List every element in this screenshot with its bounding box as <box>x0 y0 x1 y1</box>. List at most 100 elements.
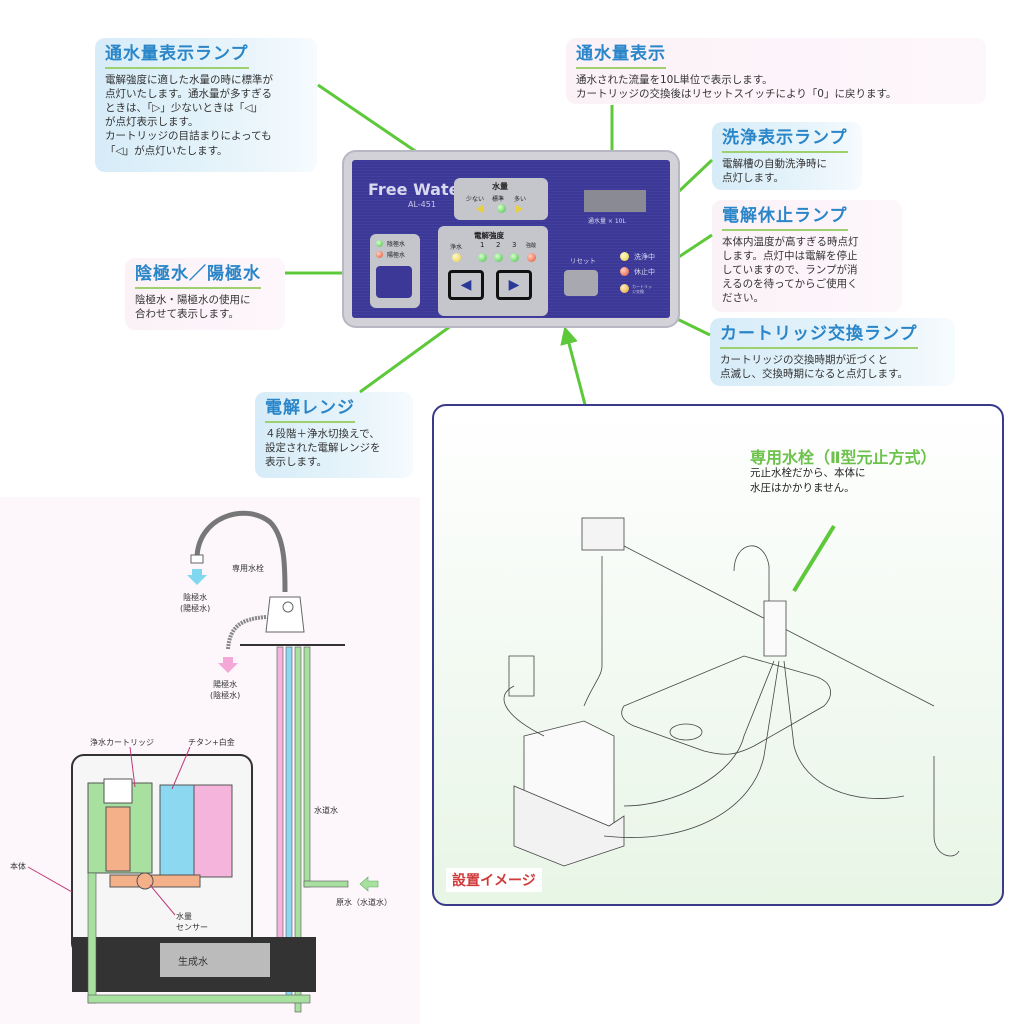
callout-body: 電解槽の自動洗浄時に 点灯します。 <box>722 157 827 184</box>
callout-flow-display: 通水量表示 通水された流量を10L単位で表示します。 カートリッジの交換後はリセ… <box>566 38 986 104</box>
cathode-led <box>376 240 383 247</box>
callout-body: ４段階＋浄水切換えで、 設定された電解レンジを 表示します。 <box>265 427 381 469</box>
strength-up-button[interactable]: ▶ <box>496 270 532 300</box>
callout-body: 通水された流量を10L単位で表示します。 カートリッジの交換後はリセットスイッチ… <box>576 73 897 100</box>
strength-box: 電解強度 浄水 1 2 3 強酸 ◀ ▶ <box>438 226 548 316</box>
body-pointer <box>27 866 73 893</box>
paused-led <box>620 267 629 276</box>
flow-diagram-drawing <box>27 510 379 1013</box>
faucet-label: 専用水栓 <box>232 564 264 573</box>
anode-label: 陽極水 <box>387 252 406 259</box>
reset-button[interactable] <box>564 270 598 296</box>
faucet-spout <box>733 545 770 606</box>
outlet2-label: 陽極水 (陰極水) <box>210 680 241 700</box>
cathode-outflow-arrow-icon <box>187 569 207 585</box>
tap-water-label: 水道水 <box>314 806 338 815</box>
drain-pipe <box>933 756 960 857</box>
callout-body: 本体内温度が高すぎる時点灯 します。点灯中は電解を停止 していますので、ランプが… <box>722 235 859 305</box>
flow-title: 水量 <box>492 182 508 191</box>
washing-led <box>620 252 629 261</box>
raw-water-label: 原水（水道水） <box>336 898 392 907</box>
callout-wash-lamp: 洗浄表示ランプ 電解槽の自動洗浄時に 点灯します。 <box>712 122 862 190</box>
body-label: 本体 <box>10 862 26 871</box>
remote-panel <box>581 517 625 551</box>
cartridge-pointer <box>129 746 136 788</box>
electrode-pointer <box>171 746 191 790</box>
flow-high-led-icon <box>516 205 523 213</box>
flow-diagram: 専用水栓 陰極水 (陽極水) 陽極水 (陰極水) 浄水カートリッジ チタン+白金… <box>0 497 420 1024</box>
flow-standard-led <box>497 204 506 213</box>
pipe-raw-inlet <box>303 880 349 888</box>
product-water-label: 生成水 <box>178 957 208 968</box>
sink-drain <box>669 723 703 741</box>
model-number: AL-451 <box>408 200 436 209</box>
strength-down-button[interactable]: ◀ <box>448 270 484 300</box>
water-type-box: 陰極水 陽極水 <box>370 234 420 308</box>
washing-label: 洗浄中 <box>634 253 655 261</box>
faucet-title: 専用水栓（Ⅱ型元止方式） <box>750 448 937 467</box>
flow-sensor <box>136 872 154 890</box>
callout-pause-lamp: 電解休止ランプ 本体内温度が高すぎる時点灯 します。点灯中は電解を停止 していま… <box>712 200 902 312</box>
anode-led <box>376 251 383 258</box>
faucet-body <box>763 600 787 657</box>
level-led-strong <box>527 253 536 262</box>
cartridge-led <box>620 284 629 293</box>
cartridge-label: カートリッジ交換 <box>632 284 652 295</box>
pipe-pink <box>276 646 284 988</box>
callout-range: 電解レンジ ４段階＋浄水切換えで、 設定された電解レンジを 表示します。 <box>255 392 413 478</box>
callout-title: 洗浄表示ランプ <box>722 129 848 153</box>
sensor-pipe <box>109 874 201 888</box>
level-label-purify: 浄水 <box>450 244 463 251</box>
level-label-1: 1 <box>480 241 485 249</box>
cell-pink <box>193 784 233 878</box>
callout-title: 陰極水／陽極水 <box>135 265 261 289</box>
flow-volume-display <box>584 190 646 212</box>
strength-title: 電解強度 <box>474 231 504 240</box>
cathode-label: 陰極水 <box>387 241 406 248</box>
left-arrow-icon: ◀ <box>460 277 472 293</box>
install-drawing <box>503 517 960 867</box>
flow-low-led-icon <box>476 205 483 213</box>
faucet-handle <box>282 601 294 613</box>
paused-label: 休止中 <box>634 268 655 276</box>
panel-cable <box>583 556 603 707</box>
level-label-2: 2 <box>496 241 501 249</box>
sensor-pointer <box>149 884 176 916</box>
cartridge-top <box>103 778 133 804</box>
water-type-button[interactable] <box>376 266 412 298</box>
install-image: 専用水栓（Ⅱ型元止方式） 元止水栓だから、本体に 水圧はかかりません。 設置イメ… <box>432 404 1004 906</box>
callout-body: 電解強度に適した水量の時に標準が 点灯いたします。通水量が多すぎる ときは、「▷… <box>105 73 273 157</box>
cartridge-filter <box>105 806 131 872</box>
level-label-3: 3 <box>512 241 517 249</box>
callout-flow-lamp: 通水量表示ランプ 電解強度に適した水量の時に標準が 点灯いたします。通水量が多す… <box>95 38 317 172</box>
cell-blue <box>159 784 195 878</box>
bottom-green <box>87 994 311 1004</box>
power-cord <box>503 685 545 737</box>
level-led-3 <box>510 253 519 262</box>
reset-label: リセット <box>570 257 596 265</box>
faucet-spout <box>194 510 288 593</box>
right-arrow-icon: ▶ <box>508 277 520 293</box>
faucet-description: 元止水栓だから、本体に 水圧はかかりません。 <box>750 467 866 495</box>
callout-cartridge-lamp: カートリッジ交換ランプ カートリッジの交換時期が近づくと 点滅し、交換時期になる… <box>710 318 955 386</box>
faucet-pointer-arrow <box>792 524 836 593</box>
cartridge-label: 浄水カートリッジ <box>90 738 154 747</box>
brand-name: Free Water <box>368 180 468 199</box>
install-tag: 設置イメージ <box>446 868 542 892</box>
callout-body: カートリッジの交換時期が近づくと 点滅し、交換時期になると点灯します。 <box>720 353 908 380</box>
control-panel-face: Free Water AL-451 水量 少ない 標準 多い 通水量 × 10L… <box>352 160 670 318</box>
raw-water-arrow-icon <box>359 876 379 892</box>
callout-title: 電解レンジ <box>265 399 355 423</box>
electrode-label: チタン+白金 <box>188 738 235 747</box>
callout-body: 陰極水・陽極水の使用に 合わせて表示します。 <box>135 293 251 320</box>
callout-cathode-anode: 陰極水／陽極水 陰極水・陽極水の使用に 合わせて表示します。 <box>125 258 285 330</box>
level-label-strong: 強酸 <box>526 243 537 249</box>
callout-title: 通水量表示 <box>576 45 666 69</box>
flow-standard-label: 標準 <box>492 196 505 203</box>
sensor-label: 水量 センサー <box>176 912 208 932</box>
unit-base <box>513 785 625 867</box>
callout-title: 通水量表示ランプ <box>105 45 249 69</box>
outlet-plug <box>508 655 535 697</box>
control-panel: Free Water AL-451 水量 少ない 標準 多い 通水量 × 10L… <box>342 150 680 328</box>
flow-indicator-box: 水量 少ない 標準 多い <box>454 178 548 220</box>
